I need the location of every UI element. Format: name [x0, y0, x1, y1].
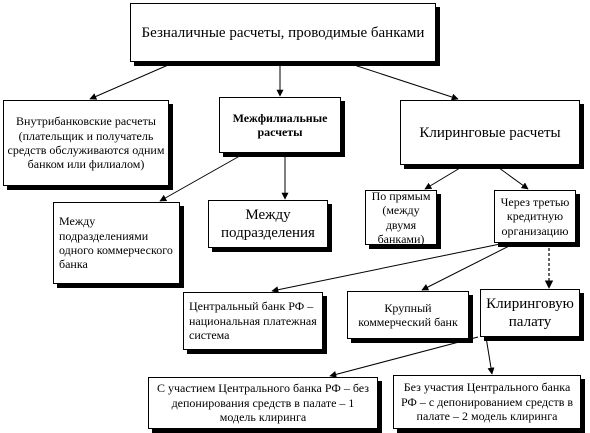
arrow-third-largebank	[421, 242, 516, 291]
direct-box: По прямым (между двумя банками)	[365, 188, 437, 246]
interbranch-box: Межфилиальные расчеты	[219, 97, 341, 153]
intrabank-box: Внутрибанковские расчеты (плательщик и п…	[3, 100, 169, 186]
via-third-label: Через третью кредитную организацию	[500, 194, 570, 238]
clearing-label: Клиринговые расчеты	[419, 124, 561, 141]
large-bank-label: Крупный коммерческий банк	[358, 300, 458, 329]
via-third-box: Через третью кредитную организацию	[494, 190, 576, 243]
arrow-root-intrabank	[89, 61, 176, 100]
clearing-house-label: Клиринговую палату	[486, 296, 574, 330]
root-box: Безналичные расчеты, проводимые банками	[130, 3, 436, 62]
arrow-house-model1	[329, 336, 479, 378]
root-label: Безналичные расчеты, проводимые банками	[141, 24, 425, 41]
direct-label: По прямым (между двумя банками)	[371, 188, 431, 246]
model2-label: Без участия Центрального банка РФ – с де…	[400, 380, 574, 424]
intrabank-label: Внутрибанковские расчеты (плательщик и п…	[7, 114, 165, 172]
interbranch-label: Межфилиальные расчеты	[232, 110, 328, 139]
arrow-clearing-direct	[424, 164, 466, 190]
arrow-interbranch-onebank	[159, 152, 246, 202]
arrow-clearing-third	[494, 164, 529, 190]
between-divisions-label: Между подразделения	[221, 207, 315, 241]
between-divisions-one-bank-label: Между подразделениями одного коммерческо…	[59, 214, 173, 272]
between-divisions-one-bank-box: Между подразделениями одного коммерческо…	[53, 202, 180, 284]
central-bank-label: Центральный банк РФ – национальная плате…	[189, 299, 317, 343]
model1-box: С участием Центрального банка РФ – без д…	[148, 377, 378, 429]
arrow-third-centralbank	[271, 242, 506, 294]
central-bank-box: Центральный банк РФ – национальная плате…	[183, 292, 323, 350]
large-bank-box: Крупный коммерческий банк	[347, 291, 469, 339]
clearing-box: Клиринговые расчеты	[400, 100, 580, 165]
arrow-house-model2	[485, 336, 495, 375]
clearing-house-box: Клиринговую палату	[480, 289, 580, 337]
model2-box: Без участия Центрального банка РФ – с де…	[393, 375, 581, 429]
model1-label: С участием Центрального банка РФ – без д…	[157, 381, 369, 425]
arrow-root-clearing	[344, 61, 459, 101]
between-divisions-box: Между подразделения	[208, 200, 328, 248]
